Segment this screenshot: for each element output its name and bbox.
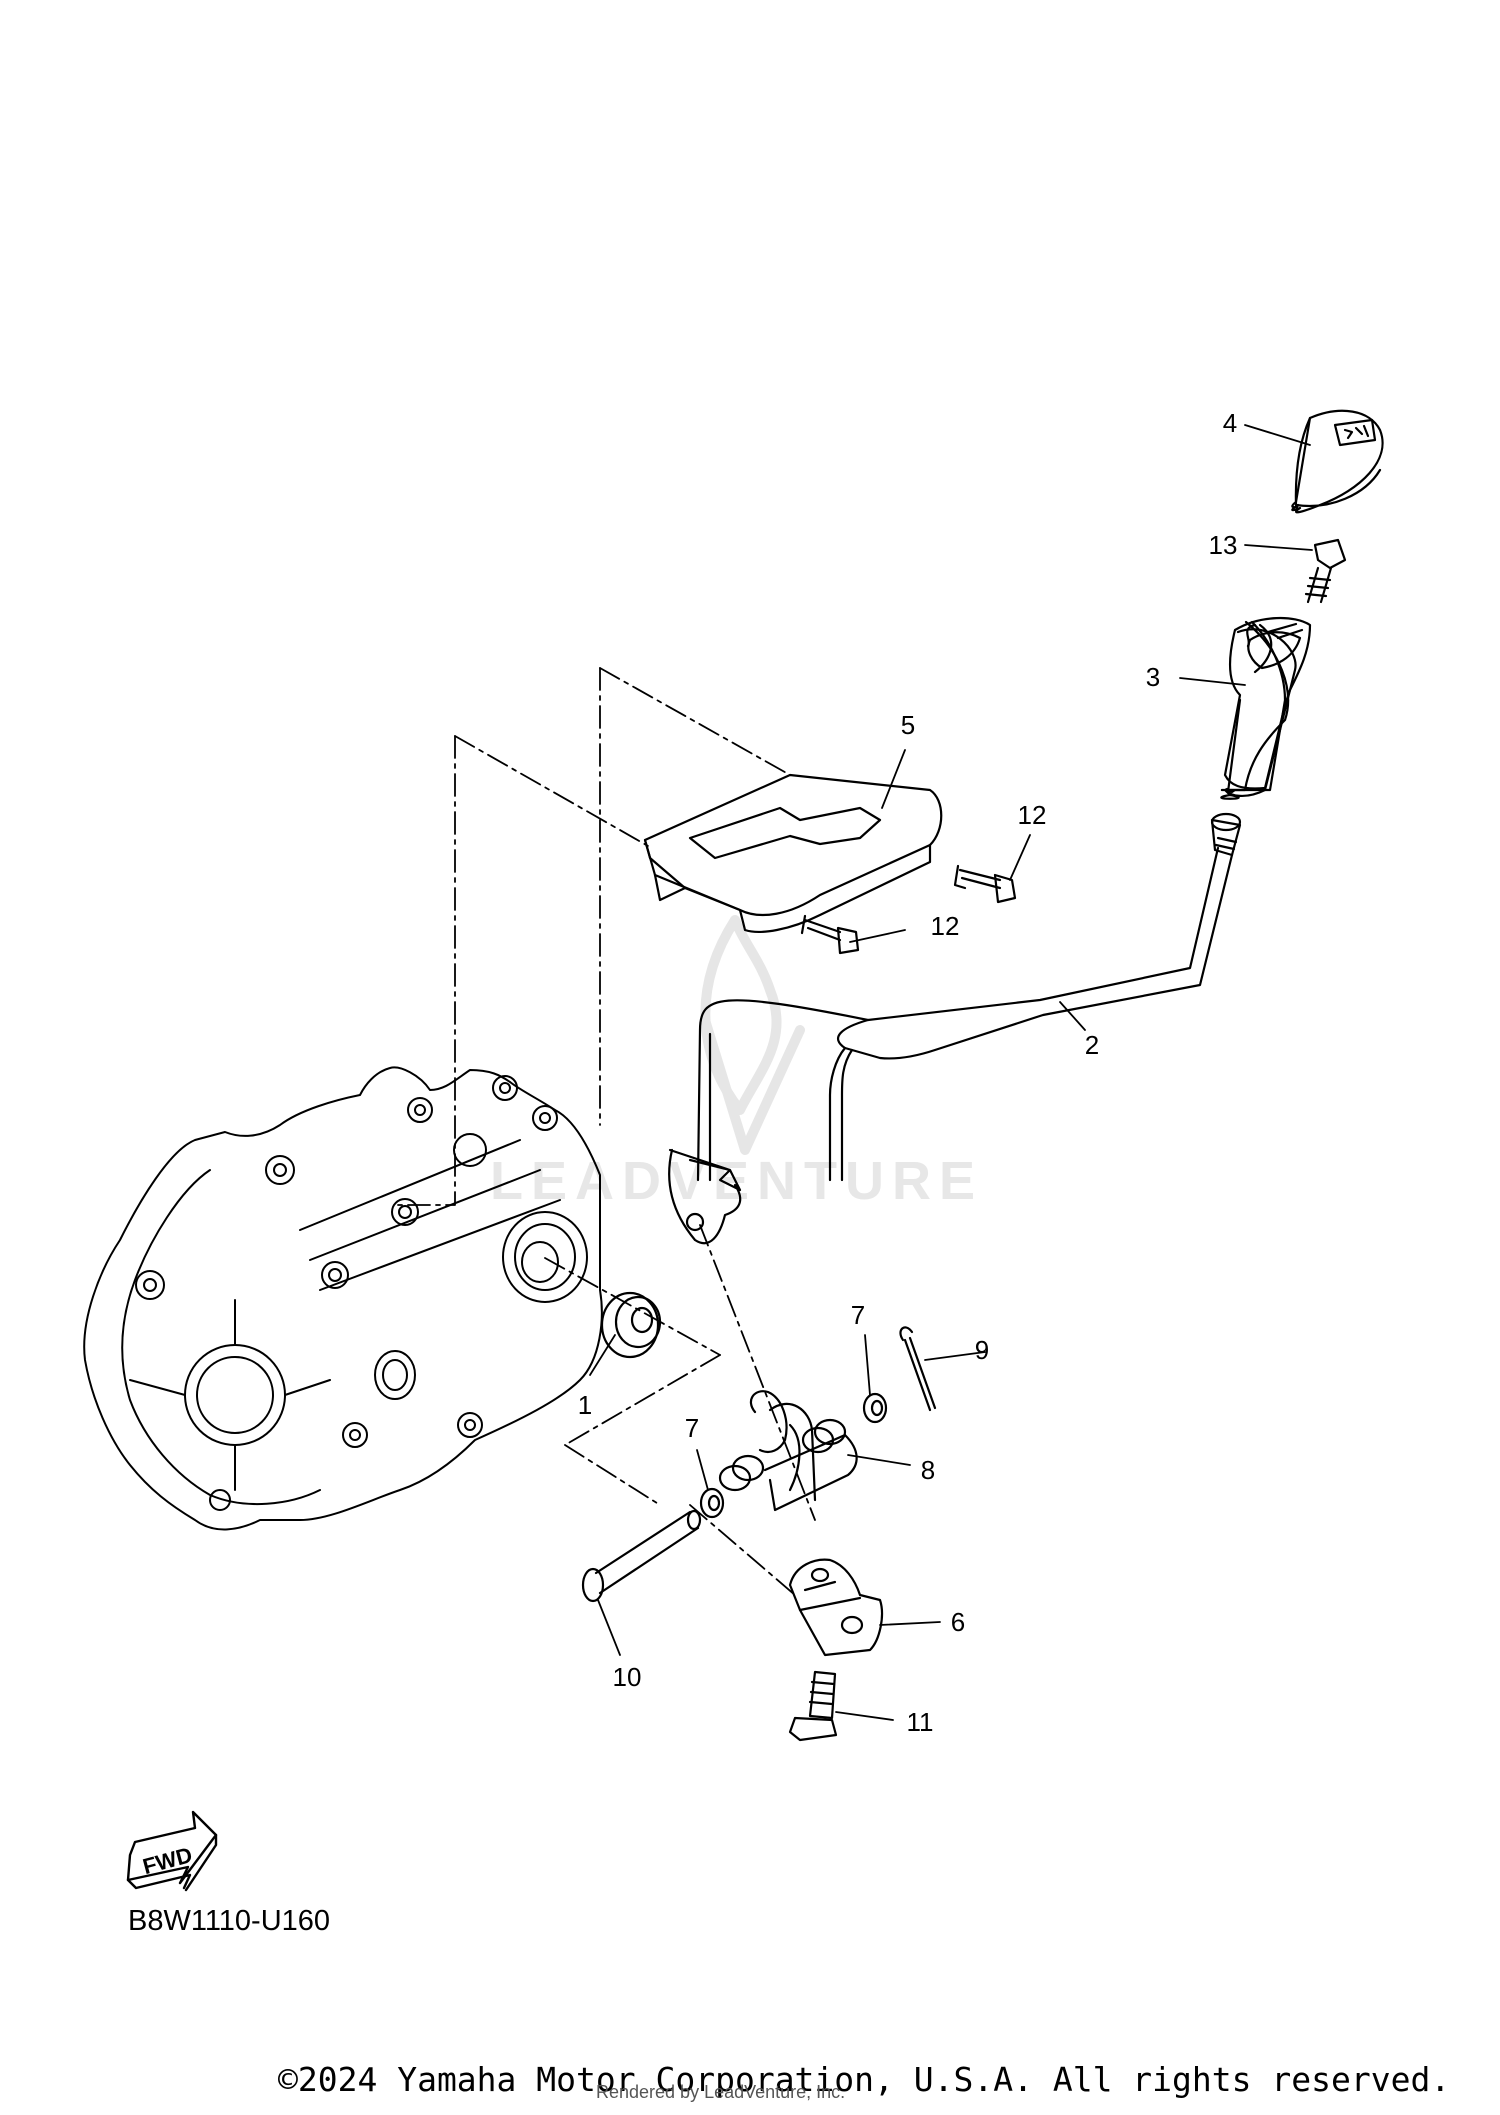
callout-12a: 12 [1017,800,1047,830]
bolt-12b [800,914,860,955]
oil-seal [600,1291,662,1359]
bolt-12a [953,864,1017,904]
callout-12b: 12 [930,911,960,941]
lever-lower-bracket [668,1148,742,1245]
shift-lever-rod [696,812,1242,1182]
callout-6: 6 [950,1607,966,1637]
diagram-code: B8W1110-U160 [128,1905,331,1937]
crankcase-cover [83,1066,603,1531]
callout-1: 1 [577,1390,593,1420]
shift-gate-plate [643,773,943,933]
callout-3: 3 [1145,662,1161,692]
washer-7b [699,1487,725,1519]
fwd-arrow-icon: FWD [126,1810,218,1892]
leader-lines [589,424,1313,1721]
bolt-13 [1304,538,1347,604]
lower-joint [788,1558,884,1657]
callout-7a: 7 [850,1300,866,1330]
assembly-guide-lines [394,667,816,1596]
shift-knob [1291,409,1384,514]
bolt-11 [788,1670,838,1742]
rendered-by-notice: Rendered by LeadVenture, Inc. [596,2082,846,2102]
copyright-notice: ©2024 Yamaha Motor Corporation, U.S.A. A… [278,2060,1451,2099]
callout-4: 4 [1222,408,1238,438]
spring [718,1390,858,1512]
clevis-pin [581,1509,702,1603]
watermark-logo [700,915,805,1155]
washer-7a [862,1392,888,1424]
callout-10: 10 [612,1662,642,1692]
callout-5: 5 [900,710,916,740]
callout-8: 8 [920,1455,936,1485]
watermark-text: LEADVENTURE [490,1151,984,1211]
callout-9: 9 [974,1335,990,1365]
callout-13: 13 [1208,530,1238,560]
callout-7b: 7 [684,1413,700,1443]
cotter-pin [899,1326,937,1412]
shift-grip [1220,620,1297,800]
callout-2: 2 [1084,1030,1100,1060]
shift-grip-body [1223,617,1312,790]
callout-11: 11 [906,1707,934,1737]
